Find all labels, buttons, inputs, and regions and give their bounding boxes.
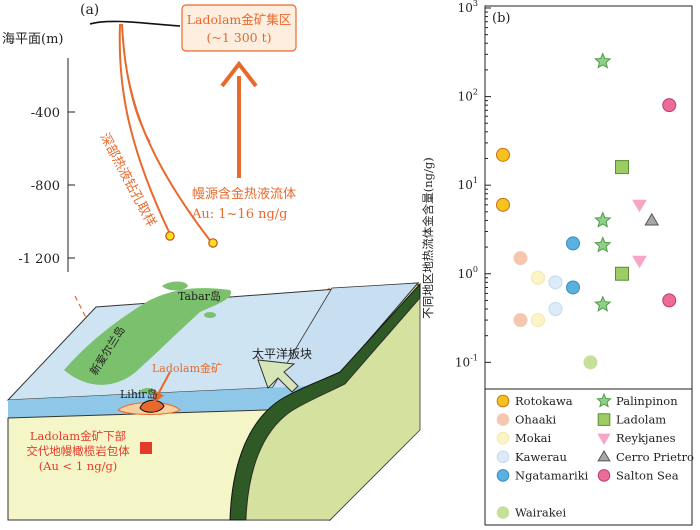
- legend-marker-ngatamariki: [496, 469, 510, 482]
- legend-label-salton-sea: Salton Sea: [616, 468, 679, 482]
- y-tick-label: 102: [458, 88, 478, 104]
- depth-axis-title: 海平面(m): [2, 32, 63, 47]
- sample-point: [165, 231, 175, 241]
- legend: RotokawaOhaakiMokaiKawerauNgatamarikiWai…: [496, 392, 694, 520]
- point-ngatamariki: [566, 236, 580, 251]
- point-kawerau: [548, 302, 563, 317]
- point-wairakei: [583, 355, 598, 370]
- depth-tick-label: -400: [31, 106, 60, 121]
- point-reykjanes: [632, 255, 647, 269]
- tabar-island: [162, 281, 188, 291]
- panel-a-label: (a): [80, 2, 99, 18]
- y-axis-title: 不同地区地热流体金含量(ng/g): [421, 157, 435, 318]
- legend-label-reykjanes: Reykjanes: [616, 431, 676, 445]
- point-palinpinon: [594, 236, 612, 253]
- deposit-box-tonnage: (~1 300 t): [206, 30, 271, 45]
- xenolith-label-2: 交代地幔橄榄岩包体: [26, 444, 130, 458]
- block-diagram: Tabar岛 新爱尔兰岛 Ladolam金矿 Lihir岛 太平洋板块 Lado…: [6, 281, 421, 522]
- legend-frame: [484, 388, 693, 526]
- point-kawerau: [548, 275, 563, 290]
- mantle-face: [245, 296, 421, 521]
- depth-tick-label: -1 200: [18, 252, 60, 267]
- point-mokai: [531, 270, 545, 285]
- y-axis: 103 102 101 100 10-1: [455, 0, 491, 369]
- new-ireland-island: [64, 288, 232, 385]
- tabar-label: Tabar岛: [178, 289, 221, 303]
- legend-label-mokai: Mokai: [515, 431, 552, 445]
- legend-marker-ohaaki: [496, 413, 510, 426]
- legend-label-ohaaki: Ohaaki: [515, 413, 557, 427]
- legend-label-palinpinon: Palinpinon: [616, 394, 678, 408]
- fluid-arrow-head: [220, 60, 258, 88]
- point-ladolam: [615, 266, 629, 281]
- ocean-front: [8, 385, 330, 418]
- deposit-pointer: [153, 371, 171, 404]
- sample-label: 深部热液钻孔取样: [96, 131, 158, 230]
- legend-label-rotokawa: Rotokawa: [515, 394, 573, 408]
- legend-label-ngatamariki: Ngatamariki: [515, 468, 589, 482]
- small-island: [204, 312, 216, 318]
- xenolith-label-3: (Au < 1 ng/g): [39, 459, 118, 473]
- point-cerro-prietro: [644, 212, 660, 226]
- xenolith-label-1: Ladolam金矿下部: [30, 429, 126, 443]
- deposit-box: [181, 4, 297, 52]
- sample-point: [208, 238, 218, 248]
- legend-marker-rotokawa: [496, 394, 510, 408]
- legend-marker-mokai: [496, 431, 510, 445]
- legend-label-ladolam: Ladolam: [616, 413, 666, 427]
- drill-path-3: [121, 23, 151, 143]
- y-tick-label: 101: [458, 176, 478, 192]
- small-island: [159, 323, 169, 329]
- point-rotokawa: [496, 147, 510, 162]
- point-ohaaki: [513, 313, 528, 328]
- point-palinpinon: [594, 295, 612, 312]
- point-ngatamariki: [566, 280, 580, 295]
- point-mokai: [531, 313, 545, 328]
- point-palinpinon: [594, 52, 612, 69]
- legend-marker-palinpinon: [596, 392, 612, 408]
- panel-b: (b) 不同地区地热流体金含量(ng/g) 103 102 101 100 10-1 R…: [421, 0, 694, 526]
- point-salton-sea: [662, 293, 677, 308]
- deposit-box-title: Ladolam金矿集区: [187, 12, 292, 27]
- legend-marker-wairakei: [496, 506, 510, 519]
- drill-path-1: [118, 23, 171, 235]
- pacific-label: 太平洋板块: [252, 346, 312, 361]
- xenolith-marker: [140, 442, 152, 454]
- point-reykjanes: [632, 199, 647, 213]
- fluid-label: 幔源含金热液流体: [192, 186, 296, 202]
- legend-label-wairakei: Wairakei: [515, 506, 566, 520]
- panel-b-label: (b): [492, 11, 510, 26]
- fluid-au-range: Au: 1~16 ng/g: [191, 207, 288, 222]
- y-tick-label: 103: [458, 0, 478, 15]
- point-palinpinon: [594, 211, 612, 228]
- legend-marker-salton-sea: [597, 469, 611, 482]
- point-ohaaki: [513, 251, 528, 266]
- legend-label-kawerau: Kawerau: [515, 450, 567, 464]
- depth-tick-label: -800: [31, 179, 60, 194]
- y-tick-label: 10-1: [455, 353, 478, 369]
- y-tick-label: 100: [458, 265, 478, 281]
- plate-motion-arrow: [257, 359, 299, 393]
- surface-line: [89, 20, 181, 27]
- point-salton-sea: [662, 98, 677, 113]
- data-points: [496, 52, 677, 370]
- panel-a: (a) 海平面(m) -400 -800 -1 200 深部热液钻孔取样 Lad…: [2, 2, 297, 272]
- legend-marker-reykjanes: [597, 433, 611, 445]
- point-rotokawa: [496, 197, 510, 212]
- legend-label-cerro-prietro: Cerro Prietro: [616, 450, 694, 464]
- legend-marker-cerro-prietro: [597, 450, 611, 462]
- lihir-label: Lihir岛: [120, 387, 158, 401]
- legend-marker-kawerau: [496, 450, 510, 464]
- point-ladolam: [615, 160, 629, 175]
- ladolam-label: Ladolam金矿: [152, 361, 222, 375]
- plot-frame: [484, 5, 693, 390]
- legend-marker-ladolam: [597, 413, 611, 426]
